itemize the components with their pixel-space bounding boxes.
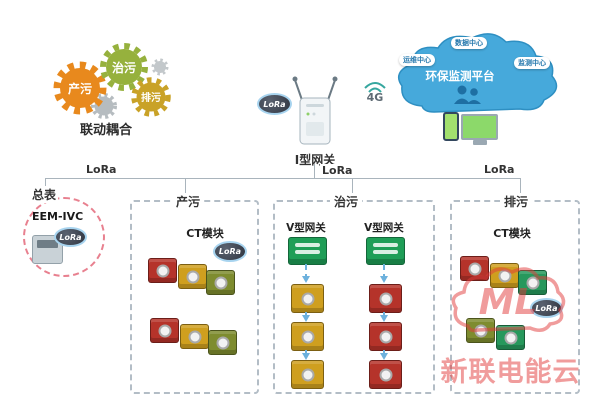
lora-label-left: LoRa xyxy=(84,163,119,176)
drop-line-discharge xyxy=(520,178,521,200)
ct-module-icon xyxy=(369,284,402,313)
lora-badge-gateway: LoRa xyxy=(257,93,292,115)
4g-signal-icon: 4G xyxy=(364,82,386,102)
master-meter-model: EEM-IVC xyxy=(32,210,84,223)
ct-module-icon xyxy=(291,322,324,351)
gear-tiny-gray-icon xyxy=(151,58,169,76)
flow-arrow-icon xyxy=(302,264,310,283)
ct-module-icon xyxy=(148,258,177,283)
ct-module-icon xyxy=(369,322,402,351)
gear-treatment-label: 治污 xyxy=(112,60,136,75)
gear-production-label: 产污 xyxy=(68,81,92,96)
ct-module-icon xyxy=(178,264,207,289)
flow-arrow-icon xyxy=(380,264,388,283)
gear-caption: 联动耦合 xyxy=(79,123,132,138)
cloud-platform-icon xyxy=(397,33,558,113)
v-gateway-label-1: V型网关 xyxy=(286,222,326,234)
ct-module-label-discharge: CT模块 xyxy=(493,227,531,240)
ct-module-icon xyxy=(369,360,402,389)
v-gateway-icon xyxy=(288,237,327,265)
lora-label-center: LoRa xyxy=(320,164,355,177)
ct-module-icon xyxy=(206,270,235,295)
cloud-node-monitor-center: 监测中心 xyxy=(514,57,550,69)
cloud-node-data-center: 数据中心 xyxy=(451,37,487,49)
type1-gateway-icon xyxy=(292,76,338,145)
flow-arrow-icon xyxy=(380,350,388,360)
cloud-node-ops-center: 运维中心 xyxy=(399,54,435,66)
drop-line-gateway xyxy=(314,164,315,178)
ct-module-icon xyxy=(490,263,519,288)
gear-production-icon: 产污 xyxy=(53,61,107,115)
master-meter-title: 总表 xyxy=(30,186,59,203)
ct-module-icon xyxy=(291,360,324,389)
lora-badge-meter: LoRa xyxy=(54,227,87,247)
ct-module-icon xyxy=(208,330,237,355)
ct-module-icon xyxy=(460,256,489,281)
flow-arrow-icon xyxy=(302,312,310,322)
flow-arrow-icon xyxy=(380,312,388,322)
ct-module-icon xyxy=(150,318,179,343)
ct-module-icon xyxy=(466,318,495,343)
4g-label: 4G xyxy=(367,91,384,102)
drop-line-production xyxy=(185,178,186,200)
users-icon xyxy=(454,85,481,104)
monitor-icon xyxy=(461,114,498,140)
zone-label-treatment: 治污 xyxy=(330,193,363,210)
gear-cluster: 产污 治污 排污 xyxy=(53,43,171,119)
smartphone-icon xyxy=(443,112,459,141)
gear-discharge-icon: 排污 xyxy=(131,77,171,117)
type1-gateway-label: I型网关 xyxy=(294,153,336,167)
cloud-platform-title: 环保监测平台 xyxy=(425,69,495,83)
bus-line xyxy=(45,178,520,179)
v-gateway-label-2: V型网关 xyxy=(364,222,404,234)
zone-label-production: 产污 xyxy=(172,193,205,210)
ct-module-icon xyxy=(518,270,547,295)
lora-badge-discharge: LoRa xyxy=(530,298,563,318)
gear-discharge-label: 排污 xyxy=(141,91,161,104)
zone-label-discharge: 排污 xyxy=(500,193,533,210)
v-gateway-icon xyxy=(366,237,405,265)
drop-line-treatment xyxy=(352,178,353,200)
flow-arrow-icon xyxy=(302,350,310,360)
master-meter-group xyxy=(23,197,105,277)
ct-module-label-production: CT模块 xyxy=(186,227,224,240)
ct-module-icon xyxy=(291,284,324,313)
lora-badge-production: LoRa xyxy=(213,241,247,262)
lora-label-right: LoRa xyxy=(482,163,517,176)
ct-module-icon xyxy=(180,324,209,349)
gear-treatment-icon: 治污 xyxy=(100,43,148,91)
ct-module-icon xyxy=(496,325,525,350)
